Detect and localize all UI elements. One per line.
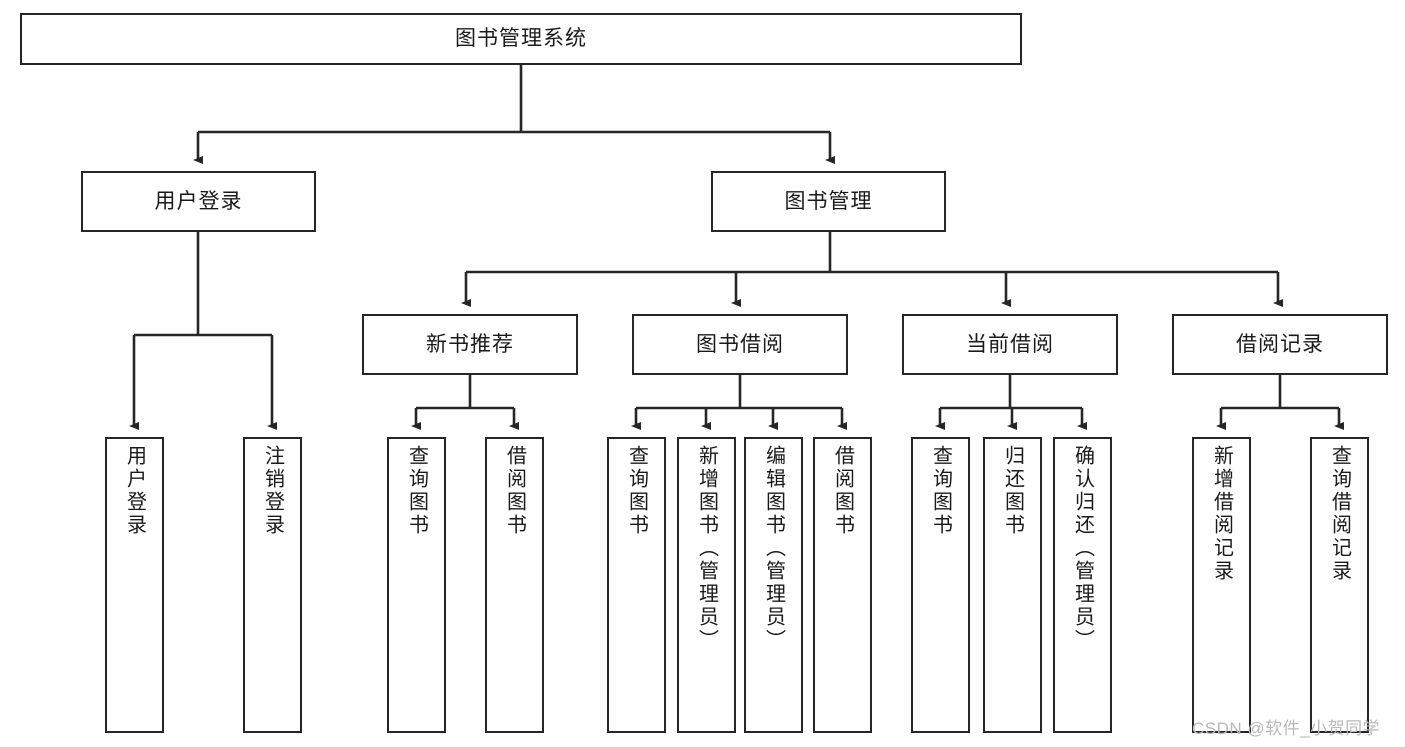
- leaf-edit-book[interactable]: 编辑图书（管理员）: [744, 437, 803, 733]
- leaf-borrow-book-1[interactable]: 借阅图书: [485, 437, 544, 733]
- leaf-query-record[interactable]: 查询借阅记录: [1310, 437, 1369, 733]
- leaf-add-book[interactable]: 新增图书（管理员）: [677, 437, 736, 733]
- leaf-borrow-book-2-label: 借阅图书: [831, 445, 854, 537]
- leaf-borrow-book-2[interactable]: 借阅图书: [813, 437, 872, 733]
- csdn-watermark: CSDN @软件_小贺同学: [1192, 719, 1381, 738]
- node-root[interactable]: 图书管理系统: [20, 13, 1022, 65]
- leaf-user-login-label: 用户登录: [123, 445, 146, 537]
- node-current-borrow[interactable]: 当前借阅: [902, 314, 1118, 375]
- leaf-add-record-label: 新增借阅记录: [1210, 445, 1233, 583]
- node-new-book-rec-label: 新书推荐: [426, 332, 514, 356]
- node-root-label: 图书管理系统: [455, 27, 587, 51]
- node-book-borrow[interactable]: 图书借阅: [632, 314, 848, 375]
- node-current-borrow-label: 当前借阅: [966, 332, 1054, 356]
- leaf-edit-book-label: 编辑图书（管理员）: [762, 445, 785, 652]
- node-user-login-label: 用户登录: [154, 189, 243, 213]
- leaf-query-book-2[interactable]: 查询图书: [607, 437, 666, 733]
- leaf-query-book-3[interactable]: 查询图书: [911, 437, 970, 733]
- leaf-return-book[interactable]: 归还图书: [983, 437, 1042, 733]
- leaf-query-book-3-label: 查询图书: [929, 445, 952, 537]
- node-book-manage-label: 图书管理: [784, 189, 873, 213]
- leaf-confirm-return[interactable]: 确认归还（管理员）: [1053, 437, 1112, 733]
- leaf-logout[interactable]: 注销登录: [243, 437, 302, 733]
- leaf-add-record[interactable]: 新增借阅记录: [1192, 437, 1251, 733]
- node-borrow-record[interactable]: 借阅记录: [1172, 314, 1388, 375]
- leaf-query-record-label: 查询借阅记录: [1328, 445, 1351, 583]
- leaf-return-book-label: 归还图书: [1001, 445, 1024, 537]
- leaf-query-book-2-label: 查询图书: [625, 445, 648, 537]
- leaf-logout-label: 注销登录: [261, 445, 284, 537]
- leaf-borrow-book-1-label: 借阅图书: [503, 445, 526, 537]
- leaf-add-book-label: 新增图书（管理员）: [695, 445, 718, 652]
- node-new-book-rec[interactable]: 新书推荐: [362, 314, 578, 375]
- node-book-manage[interactable]: 图书管理: [711, 171, 946, 232]
- leaf-query-book-1[interactable]: 查询图书: [387, 437, 446, 733]
- node-borrow-record-label: 借阅记录: [1236, 332, 1324, 356]
- leaf-confirm-return-label: 确认归还（管理员）: [1071, 445, 1094, 652]
- leaf-query-book-1-label: 查询图书: [405, 445, 428, 537]
- leaf-user-login[interactable]: 用户登录: [105, 437, 164, 733]
- node-book-borrow-label: 图书借阅: [696, 332, 784, 356]
- node-user-login[interactable]: 用户登录: [81, 171, 316, 232]
